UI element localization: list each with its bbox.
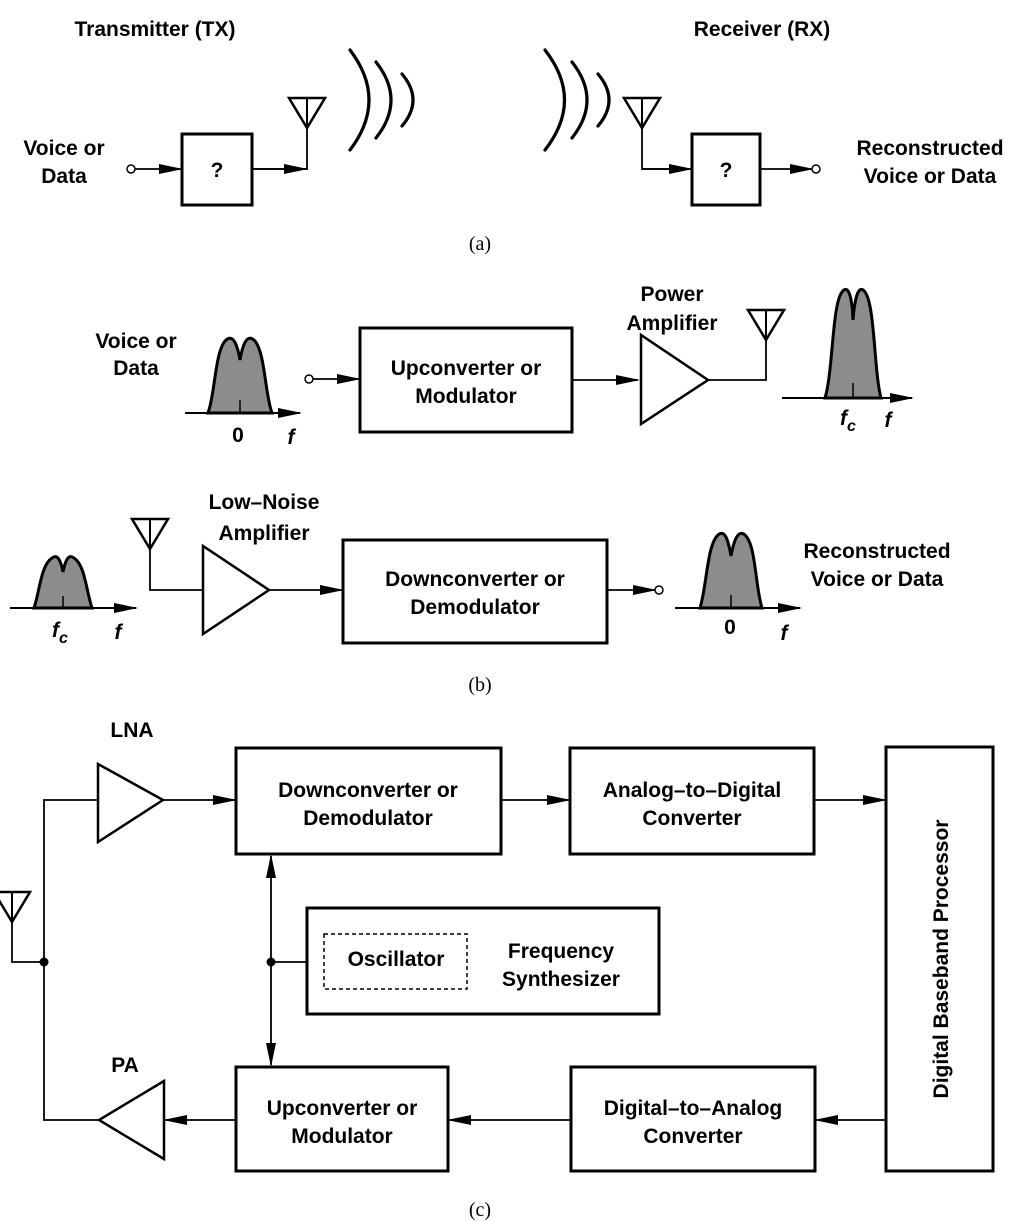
- b-tx-input-label-line2: Data: [113, 357, 159, 380]
- b-upconverter-label-line2: Modulator: [415, 385, 516, 408]
- tx-antenna-feed: [252, 126, 308, 170]
- power-amplifier-icon: [639, 332, 711, 427]
- low-noise-amplifier-icon: [201, 543, 272, 637]
- c-upconverter-block: [234, 1065, 450, 1173]
- pa-label-line2: Amplifier: [626, 312, 717, 335]
- b-rx-output-label-line1: Reconstructed: [803, 540, 950, 563]
- out-spectrum-shape: [697, 531, 765, 610]
- b-upconverter-label-line1: Upconverter or: [391, 357, 542, 380]
- b-downconverter-label-line1: Downconverter or: [385, 568, 565, 591]
- lna-antenna-feed: [149, 547, 202, 591]
- rx-output-label-line2: Voice or Data: [864, 165, 997, 188]
- b-tx-input-label-line1: Voice or: [95, 330, 176, 353]
- c-antenna-junction-dot: [39, 957, 49, 967]
- c-dac-label-line1: Digital–to–Analog: [604, 1097, 783, 1120]
- c-adc-label-line1: Analog–to–Digital: [603, 779, 782, 802]
- tx-radio-waves-icon: [348, 48, 415, 152]
- rx-radio-waves-icon: [543, 48, 611, 152]
- pa-label-line1: Power: [640, 283, 703, 306]
- c-dac-block: [569, 1065, 817, 1173]
- panel-b: Voice or Data 0 f Upconverter or Modulat…: [10, 283, 951, 696]
- tx-title: Transmitter (TX): [74, 18, 235, 41]
- b-upconverter-block: [358, 326, 574, 434]
- tx-input-terminal: [126, 164, 136, 174]
- rx-spectrum-center-label: fc: [52, 619, 68, 647]
- c-upconverter-label-line1: Upconverter or: [267, 1097, 418, 1120]
- c-antenna-icon: [0, 890, 33, 925]
- c-synth-label-line2: Synthesizer: [502, 968, 620, 991]
- c-lna-label: LNA: [110, 719, 153, 742]
- c-downconverter-label-line2: Demodulator: [303, 807, 433, 830]
- rx-output-label-line1: Reconstructed: [856, 137, 1003, 160]
- c-lna-icon: [96, 761, 166, 845]
- caption-a: (a): [469, 233, 491, 255]
- rx-spectrum-shape: [31, 555, 95, 610]
- c-pa-icon: [96, 1078, 166, 1162]
- pa-spectrum-axis-label: f: [885, 409, 894, 432]
- pa-spectrum-center-label: fc: [840, 407, 856, 435]
- tx-spectrum-center-label: 0: [232, 424, 244, 447]
- panel-a: Transmitter (TX) Receiver (RX) Voice or …: [23, 18, 1003, 255]
- tx-baseband-spectrum: 0 f: [185, 336, 302, 449]
- tx-input-label-line1: Voice or: [23, 137, 104, 160]
- b-downconverter-block: [341, 538, 609, 645]
- rx-spectrum-axis-label: f: [115, 621, 124, 644]
- c-upconverter-label-line2: Modulator: [291, 1125, 392, 1148]
- b-downconverter-label-line2: Demodulator: [410, 596, 540, 619]
- rx-title: Receiver (RX): [694, 18, 831, 41]
- rx-block: [690, 132, 762, 207]
- tx-spectrum-axis-label: f: [288, 426, 297, 449]
- lna-label-line2: Amplifier: [218, 522, 309, 545]
- tx-spectrum-shape: [205, 336, 275, 415]
- c-downconverter-label-line1: Downconverter or: [278, 779, 458, 802]
- c-oscillator-box: [323, 933, 468, 990]
- lna-label-line1: Low–Noise: [209, 491, 320, 514]
- out-spectrum-axis-label: f: [781, 622, 790, 645]
- caption-b: (b): [468, 674, 491, 696]
- b-rx-output-label-line2: Voice or Data: [811, 568, 944, 591]
- c-synthesizer-block: [305, 906, 661, 1016]
- rx-antenna-feed: [641, 126, 691, 170]
- b-rx-output-terminal: [654, 585, 664, 595]
- rx-output-terminal: [811, 164, 821, 174]
- panel-c: LNA PA Downconverter or Demodulator Anal…: [0, 719, 995, 1221]
- c-antenna-feed: [11, 920, 44, 963]
- tx-input-label-line2: Data: [41, 165, 87, 188]
- rx-rf-spectrum: fc f: [10, 555, 138, 647]
- c-dac-label-line2: Converter: [643, 1125, 742, 1148]
- c-pa-label: PA: [111, 1054, 139, 1077]
- c-downconverter-block: [234, 746, 503, 856]
- rx-block-label: ?: [720, 159, 733, 182]
- c-lna-feed: [43, 799, 98, 962]
- c-pa-feed: [43, 962, 98, 1121]
- c-synth-label-line1: Frequency: [508, 940, 615, 963]
- c-adc-block: [568, 746, 816, 856]
- b-tx-input-terminal: [304, 374, 314, 384]
- out-spectrum-center-label: 0: [724, 616, 736, 639]
- c-dsp-block: [884, 745, 995, 1173]
- caption-c: (c): [469, 1199, 491, 1221]
- pa-antenna-feed: [708, 338, 767, 381]
- c-dsp-label: Digital Baseband Processor: [930, 820, 953, 1099]
- tx-block-label: ?: [211, 159, 224, 182]
- rx-baseband-spectrum: 0 f: [675, 531, 802, 645]
- pa-output-spectrum: fc f: [782, 287, 914, 435]
- c-adc-label-line2: Converter: [642, 807, 741, 830]
- c-oscillator-label: Oscillator: [348, 948, 445, 971]
- c-lo-junction-dot: [266, 957, 276, 967]
- pa-spectrum-shape: [822, 287, 883, 400]
